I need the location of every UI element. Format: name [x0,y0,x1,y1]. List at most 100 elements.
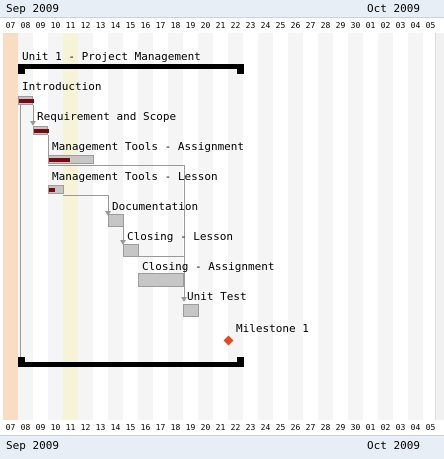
task-progress-introduction [19,99,34,103]
day-label: 04 [410,423,421,432]
day-label: 20 [200,21,211,30]
day-label: 11 [65,21,76,30]
day-column [348,33,363,425]
milestone-label: Milestone 1 [236,322,309,335]
task-label-closing-lesson: Closing - Lesson [127,230,233,243]
day-label: 22 [230,21,241,30]
day-label: 18 [170,21,181,30]
day-column [363,33,378,425]
task-bar-unit-test[interactable] [183,304,199,317]
day-label: 19 [185,423,196,432]
task-bar-closing-lesson[interactable] [123,244,139,257]
group-tick-right-top [237,64,244,74]
dep-line-lesson [63,195,108,196]
day-column [63,33,78,425]
day-label: 20 [200,423,211,432]
task-label-unit-test: Unit Test [187,290,247,303]
dep-line-req [48,135,49,156]
day-label: 03 [395,423,406,432]
day-label: 10 [50,423,61,432]
task-bar-closing-assignment[interactable] [138,273,184,287]
day-label: 14 [110,423,121,432]
dep-line-intro [33,105,34,123]
day-label: 01 [365,21,376,30]
day-label: 22 [230,423,241,432]
day-column [228,33,243,425]
group-summary-bar-top [18,64,244,69]
dep-arrow-intro [30,121,36,126]
group-tick-left-top [18,64,25,74]
dep-line-closing [138,256,184,257]
day-label: 17 [155,423,166,432]
day-label: 19 [185,21,196,30]
group-tick-right-bottom [237,357,244,367]
month-header-top: Sep 2009 Oct 2009 [0,0,444,18]
day-label: 07 [5,423,16,432]
day-column [408,33,423,425]
day-column [138,33,153,425]
task-label-requirement: Requirement and Scope [37,110,177,123]
day-label: 15 [125,423,136,432]
task-label-documentation: Documentation [112,200,199,213]
day-label: 13 [95,423,106,432]
task-progress-mgmt-lesson [49,188,55,192]
task-bar-requirement[interactable] [33,126,49,135]
task-bar-introduction[interactable] [18,96,34,105]
day-label: 26 [290,21,301,30]
day-column [318,33,333,425]
day-label: 29 [335,423,346,432]
month-label-sep-bottom: Sep 2009 [6,439,59,452]
day-label: 12 [80,21,91,30]
day-label: 07 [5,21,16,30]
vertical-scrollbar[interactable] [435,33,444,425]
task-bar-documentation[interactable] [108,214,124,227]
day-label: 26 [290,423,301,432]
day-label: 23 [245,21,256,30]
day-label: 16 [140,21,151,30]
day-column [3,33,18,425]
day-column [48,33,63,425]
day-label: 04 [410,21,421,30]
day-label: 25 [275,423,286,432]
task-bar-mgmt-lesson[interactable] [48,185,64,194]
day-label: 27 [305,423,316,432]
day-column [393,33,408,425]
group-summary-bar-bottom [18,362,244,367]
task-progress-requirement [34,129,49,133]
day-label: 02 [380,423,391,432]
task-label-closing-assignment: Closing - Assignment [142,260,275,273]
task-label-introduction: Introduction [22,80,102,93]
day-label: 24 [260,21,271,30]
day-label: 01 [365,423,376,432]
task-bar-mgmt-assignment[interactable] [48,155,94,164]
group-label: Unit 1 - Project Management [22,50,201,63]
day-column [18,33,33,425]
day-label: 21 [215,21,226,30]
day-label: 10 [50,21,61,30]
day-column [108,33,123,425]
day-label: 09 [35,21,46,30]
day-label: 28 [320,423,331,432]
day-label: 13 [95,21,106,30]
task-progress-mgmt-assignment [49,158,70,162]
dep-arrow-doc [105,211,111,216]
dep-line-assign [48,165,184,166]
day-label: 12 [80,423,91,432]
day-label: 09 [35,423,46,432]
dep-arrow-closing [120,240,126,245]
month-label-sep: Sep 2009 [6,2,59,15]
day-label: 30 [350,423,361,432]
day-label: 08 [20,423,31,432]
dep-line-doc [123,226,124,242]
day-label: 11 [65,423,76,432]
day-label: 28 [320,21,331,30]
month-label-oct-bottom: Oct 2009 [367,439,420,452]
day-label: 08 [20,21,31,30]
day-column [303,33,318,425]
day-label: 05 [425,423,436,432]
day-label: 25 [275,21,286,30]
day-column [258,33,273,425]
day-label: 23 [245,423,256,432]
